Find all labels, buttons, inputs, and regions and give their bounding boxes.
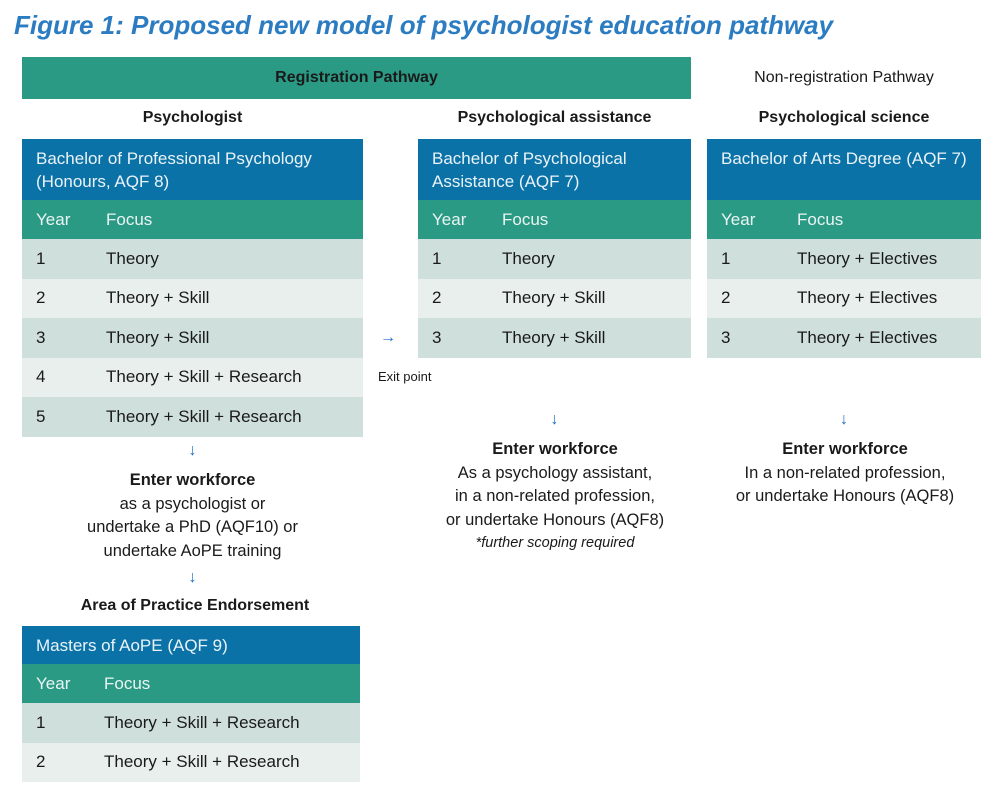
down-arrow-icon: ↓ xyxy=(188,569,197,586)
focus-header: Focus xyxy=(104,673,151,693)
year-cell: 1 xyxy=(721,248,731,268)
outcome-line: or undertake Honours (AQF8) xyxy=(445,510,665,529)
focus-cell: Theory xyxy=(106,248,159,268)
focus-header: Focus xyxy=(502,209,549,229)
outcome-line: undertake a PhD (AQF10) or xyxy=(87,518,298,536)
focus-header: Focus xyxy=(797,209,844,229)
year-cell: 3 xyxy=(432,327,442,347)
table-row: 1 Theory + Electives xyxy=(707,239,981,279)
outcome-line: or undertake Honours (AQF8) xyxy=(735,487,955,505)
table-row: 2 Theory + Electives xyxy=(707,278,981,318)
year-cell: 4 xyxy=(36,367,46,387)
non-registration-pathway-label: Non-registration Pathway xyxy=(754,69,934,86)
focus-cell: Theory + Skill + Research xyxy=(106,367,302,387)
focus-cell: Theory + Skill xyxy=(502,288,606,308)
psychologist-outcome: Enter workforce as a psychologist or und… xyxy=(22,469,363,563)
table-header-row: Year Focus xyxy=(707,200,981,239)
assistance-heading: Psychological assistance xyxy=(457,109,652,126)
aope-heading: Area of Practice Endorsement xyxy=(80,597,310,614)
table-row: 3 Theory + Skill xyxy=(22,318,363,358)
assistance-outcome: Enter workforce As a psychology assistan… xyxy=(400,438,710,556)
table-row: 3 Theory + Electives xyxy=(707,318,981,358)
science-outcome: Enter workforce In a non-related profess… xyxy=(700,438,990,509)
table-row: 1 Theory + Skill + Research xyxy=(22,703,360,743)
program-title: Bachelor of Professional Psychology (Hon… xyxy=(22,139,363,200)
year-cell: 1 xyxy=(36,712,46,732)
science-table: Bachelor of Arts Degree (AQF 7) Year Focus… xyxy=(707,139,981,358)
outcome-line: As a psychology assistant, xyxy=(457,463,653,482)
year-cell: 1 xyxy=(36,248,46,268)
outcome-title: Enter workforce xyxy=(129,471,256,489)
exit-arrow-icon: → xyxy=(380,329,396,346)
program-title: Bachelor of Psychological Assistance (AQ… xyxy=(418,139,691,200)
down-arrow-icon: ↓ xyxy=(188,442,197,459)
focus-cell: Theory xyxy=(502,248,555,268)
year-cell: 2 xyxy=(721,288,731,308)
year-header: Year xyxy=(432,209,467,229)
focus-cell: Theory + Skill xyxy=(106,327,210,347)
assistance-table: Bachelor of Psychological Assistance (AQ… xyxy=(418,139,691,358)
year-cell: 2 xyxy=(36,752,46,772)
year-cell: 2 xyxy=(432,288,442,308)
table-row: 2 Theory + Skill + Research xyxy=(22,742,360,782)
psychologist-table: Bachelor of Professional Psychology (Hon… xyxy=(22,139,363,437)
year-cell: 1 xyxy=(432,248,442,268)
figure-title: Figure 1: Proposed new model of psycholo… xyxy=(14,10,834,40)
program-title: Masters of AoPE (AQF 9) xyxy=(22,626,360,664)
year-header: Year xyxy=(721,209,756,229)
year-header: Year xyxy=(36,673,71,693)
focus-cell: Theory + Electives xyxy=(797,248,938,268)
registration-pathway-bar: Registration Pathway xyxy=(22,57,691,99)
scoping-note: *further scoping required xyxy=(475,535,635,551)
outcome-title: Enter workforce xyxy=(782,440,908,458)
focus-cell: Theory + Skill xyxy=(502,327,606,347)
outcome-line: as a psychologist or xyxy=(119,494,266,513)
table-row: 2 Theory + Skill xyxy=(418,278,691,318)
table-row: 1 Theory xyxy=(418,239,691,279)
outcome-title: Enter workforce xyxy=(492,440,618,458)
focus-cell: Theory + Skill + Research xyxy=(104,712,300,732)
focus-cell: Theory + Skill xyxy=(106,288,210,308)
table-row: 4 Theory + Skill + Research xyxy=(22,357,363,397)
exit-point-label: Exit point xyxy=(378,369,432,384)
table-header-row: Year Focus xyxy=(22,664,360,703)
table-row: 2 Theory + Skill xyxy=(22,278,363,318)
science-heading: Psychological science xyxy=(758,109,930,126)
outcome-line: in a non-related profession, xyxy=(455,487,655,505)
focus-cell: Theory + Electives xyxy=(797,288,938,308)
down-arrow-icon: ↓ xyxy=(550,411,559,428)
outcome-line: In a non-related profession, xyxy=(744,463,946,482)
year-cell: 5 xyxy=(36,406,46,426)
program-title: Bachelor of Arts Degree (AQF 7) xyxy=(707,139,981,200)
psychologist-heading: Psychologist xyxy=(142,109,243,126)
table-header-row: Year Focus xyxy=(418,200,691,239)
year-header: Year xyxy=(36,209,71,229)
table-header-row: Year Focus xyxy=(22,200,363,239)
focus-cell: Theory + Skill + Research xyxy=(106,406,302,426)
year-cell: 3 xyxy=(721,327,731,347)
outcome-line: undertake AoPE training xyxy=(103,541,282,560)
table-row: 1 Theory xyxy=(22,239,363,279)
table-row: 3 Theory + Skill xyxy=(418,318,691,358)
year-cell: 3 xyxy=(36,327,46,347)
table-row: 5 Theory + Skill + Research xyxy=(22,397,363,437)
year-cell: 2 xyxy=(36,288,46,308)
focus-cell: Theory + Electives xyxy=(797,327,938,347)
focus-header: Focus xyxy=(106,209,153,229)
down-arrow-icon: ↓ xyxy=(840,411,848,428)
focus-cell: Theory + Skill + Research xyxy=(104,752,300,772)
